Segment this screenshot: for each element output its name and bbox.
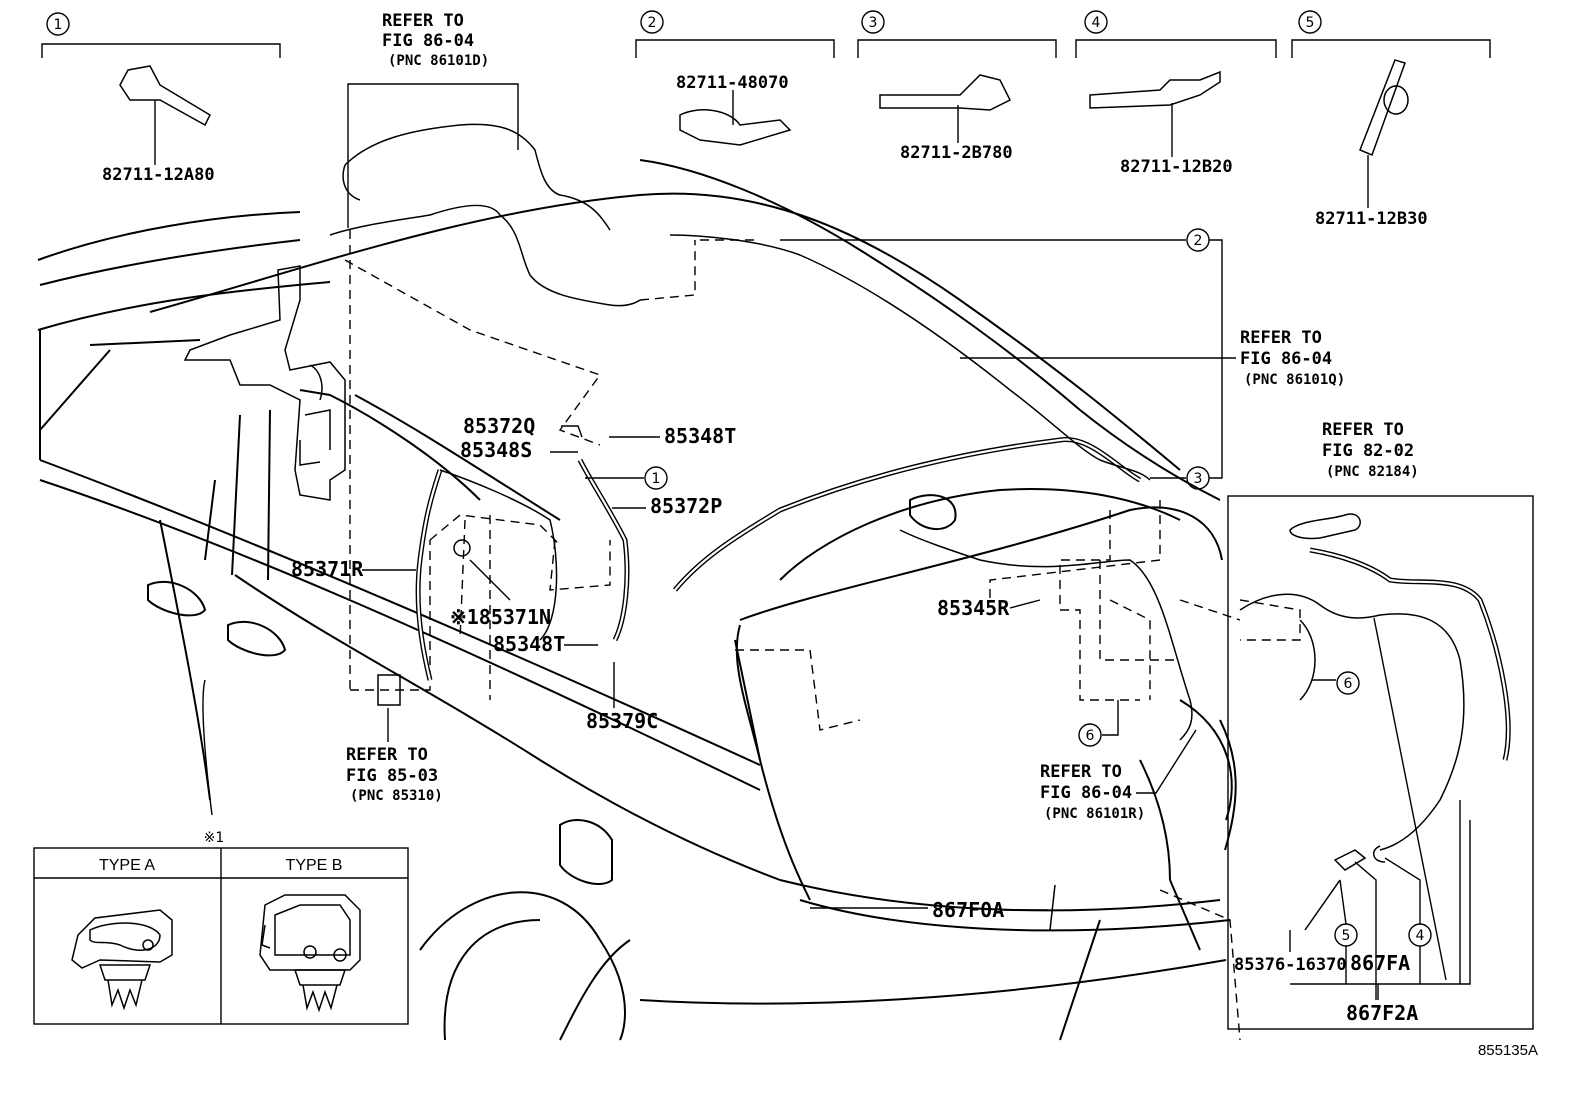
group-headers <box>41 39 1491 208</box>
ref-86101R: REFER TO FIG 86-04 (PNC 86101R) <box>1040 729 1197 822</box>
washer-hoses <box>329 123 1511 851</box>
figure-number: 855135A <box>1478 1042 1538 1059</box>
leader-85371N <box>469 559 511 601</box>
ref-82184-line1: REFER TO <box>1322 420 1404 440</box>
type-a-label: TYPE A <box>99 857 155 874</box>
ref-86101D-pnc: (PNC 86101D) <box>388 53 489 69</box>
part-sketches <box>119 59 1409 931</box>
part-82711-12B30[interactable]: 82711-12B30 <box>1315 209 1428 229</box>
part-85371R[interactable]: 85371R <box>291 557 364 581</box>
callout-6-hatch: 6 <box>1078 700 1119 747</box>
ref-86101Q: REFER TO FIG 86-04 (PNC 86101Q) <box>960 328 1345 388</box>
group-4-callout: 4 <box>1084 10 1108 34</box>
ref-82184-pnc: (PNC 82184) <box>1326 464 1419 480</box>
part-85379C[interactable]: 85379C <box>586 709 658 733</box>
assembly-dashed-lines <box>344 230 1301 1041</box>
ref-86101R-line2[interactable]: FIG 86-04 <box>1040 783 1132 803</box>
washer-tank <box>183 265 346 501</box>
ref-86101R-pnc: (PNC 86101R) <box>1044 806 1145 822</box>
group-2-callout: 2 <box>640 10 664 34</box>
ref-85310-pnc: (PNC 85310) <box>350 788 443 804</box>
inset-note-mark: ※1 <box>204 830 225 846</box>
ref-85310-line1: REFER TO <box>346 745 428 765</box>
ref-86101Q-line2[interactable]: FIG 86-04 <box>1240 349 1332 369</box>
part-85371N[interactable]: ※185371N <box>450 605 551 629</box>
group-3-callout: 3 <box>861 10 885 34</box>
leader-85372Q <box>561 425 583 438</box>
part-85348S[interactable]: 85348S <box>460 438 532 462</box>
callout-2-number: 2 <box>1194 233 1203 249</box>
callout-3-roof: 3 <box>1150 466 1210 490</box>
type-b-clip <box>259 894 361 1013</box>
ref-86101Q-pnc: (PNC 86101Q) <box>1244 372 1345 388</box>
callout-2-roof: 2 <box>780 228 1223 479</box>
ref-86101D-line2[interactable]: FIG 86-04 <box>382 31 474 51</box>
callout-6-inset: 6 <box>1312 671 1360 695</box>
ref-85310: REFER TO FIG 85-03 (PNC 85310) <box>346 708 443 804</box>
group-4-number: 4 <box>1092 15 1101 31</box>
callout-5-inset: 5 <box>1334 879 1358 984</box>
group-2-number: 2 <box>648 15 657 31</box>
part-82711-12B20[interactable]: 82711-12B20 <box>1120 157 1233 177</box>
callout-4-inset: 4 <box>1384 857 1432 984</box>
rear-washer-inset: 6 5 4 85376-16370 867FA 867F2A <box>1227 495 1534 1030</box>
callout-1-number: 1 <box>652 471 661 487</box>
leader-867FA-hose <box>1373 617 1447 981</box>
part-82711-48070[interactable]: 82711-48070 <box>676 73 789 93</box>
ref-86101D: REFER TO FIG 86-04 (PNC 86101D) <box>347 11 519 228</box>
part-85372P[interactable]: 85372P <box>650 494 722 518</box>
callout-3-number: 3 <box>1194 471 1203 487</box>
type-b-label: TYPE B <box>286 857 343 874</box>
callout-6b-number: 6 <box>1344 676 1353 692</box>
ref-82184-line2[interactable]: FIG 82-02 <box>1322 441 1414 461</box>
group-1-callout: 1 <box>46 12 70 36</box>
part-867FA[interactable]: 867FA <box>1350 951 1410 975</box>
vehicle-body-outline <box>37 159 1237 1041</box>
part-85376-16370[interactable]: 85376-16370 <box>1234 955 1347 975</box>
part-85348T-top[interactable]: 85348T <box>664 424 736 448</box>
ref-85310-line2[interactable]: FIG 85-03 <box>346 766 438 786</box>
ref-82184: REFER TO FIG 82-02 (PNC 82184) <box>1322 420 1419 480</box>
callout-6a-number: 6 <box>1086 728 1095 744</box>
part-82711-2B780[interactable]: 82711-2B780 <box>900 143 1013 163</box>
part-85348T-mid[interactable]: 85348T <box>493 632 565 656</box>
part-867F0A[interactable]: 867F0A <box>932 898 1004 922</box>
part-85372Q[interactable]: 85372Q <box>463 414 535 438</box>
leader-bracket <box>1290 820 1471 985</box>
callout-4-number: 4 <box>1416 928 1425 944</box>
group-5-number: 5 <box>1306 15 1315 31</box>
clip-type-inset: ※1 TYPE A TYPE B <box>33 679 409 1025</box>
group-3-number: 3 <box>869 15 878 31</box>
part-82711-12A80[interactable]: 82711-12A80 <box>102 165 215 185</box>
callout-5-number: 5 <box>1342 928 1351 944</box>
leader-85345R <box>1009 599 1041 609</box>
inset-pointer <box>202 679 213 816</box>
group-1-number: 1 <box>54 17 63 33</box>
part-867F2A[interactable]: 867F2A <box>1346 1001 1418 1025</box>
group-5-callout: 5 <box>1298 10 1322 34</box>
part-85345R[interactable]: 85345R <box>937 596 1010 620</box>
ref-86101D-line1: REFER TO <box>382 11 464 31</box>
leader-867FA <box>1354 861 1377 1000</box>
type-a-clip <box>71 909 173 1011</box>
callout-1-hose: 1 <box>585 466 668 490</box>
ref-86101R-line1: REFER TO <box>1040 762 1122 782</box>
ref-86101Q-line1: REFER TO <box>1240 328 1322 348</box>
